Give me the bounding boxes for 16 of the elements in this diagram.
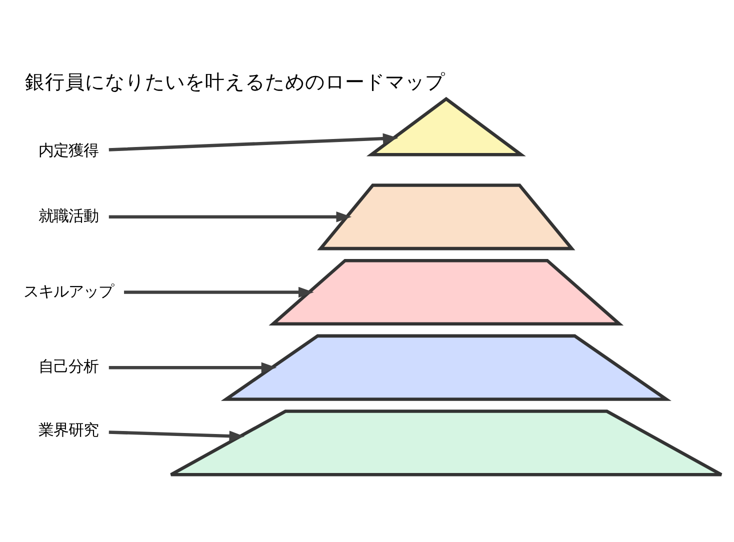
node-text: スキルアップ — [23, 282, 114, 300]
node-trapezoid — [317, 183, 576, 250]
node-trapezoid — [268, 258, 624, 326]
node-text: 内定獲得 — [38, 140, 98, 159]
node-text: 就職活動 — [38, 206, 98, 224]
node-text: 業界研究 — [38, 420, 98, 438]
arrow — [124, 286, 314, 298]
node-trapezoid — [169, 409, 724, 476]
diagram-title: 銀行員になりたいを叶えるためのロードマップ — [24, 70, 445, 93]
arrow — [108, 430, 245, 441]
node-text: 自己分析 — [38, 357, 98, 376]
node-triangle — [366, 96, 526, 156]
arrow — [108, 211, 352, 222]
arrow — [108, 362, 277, 372]
node-trapezoid — [220, 334, 672, 400]
arrow — [108, 132, 398, 151]
